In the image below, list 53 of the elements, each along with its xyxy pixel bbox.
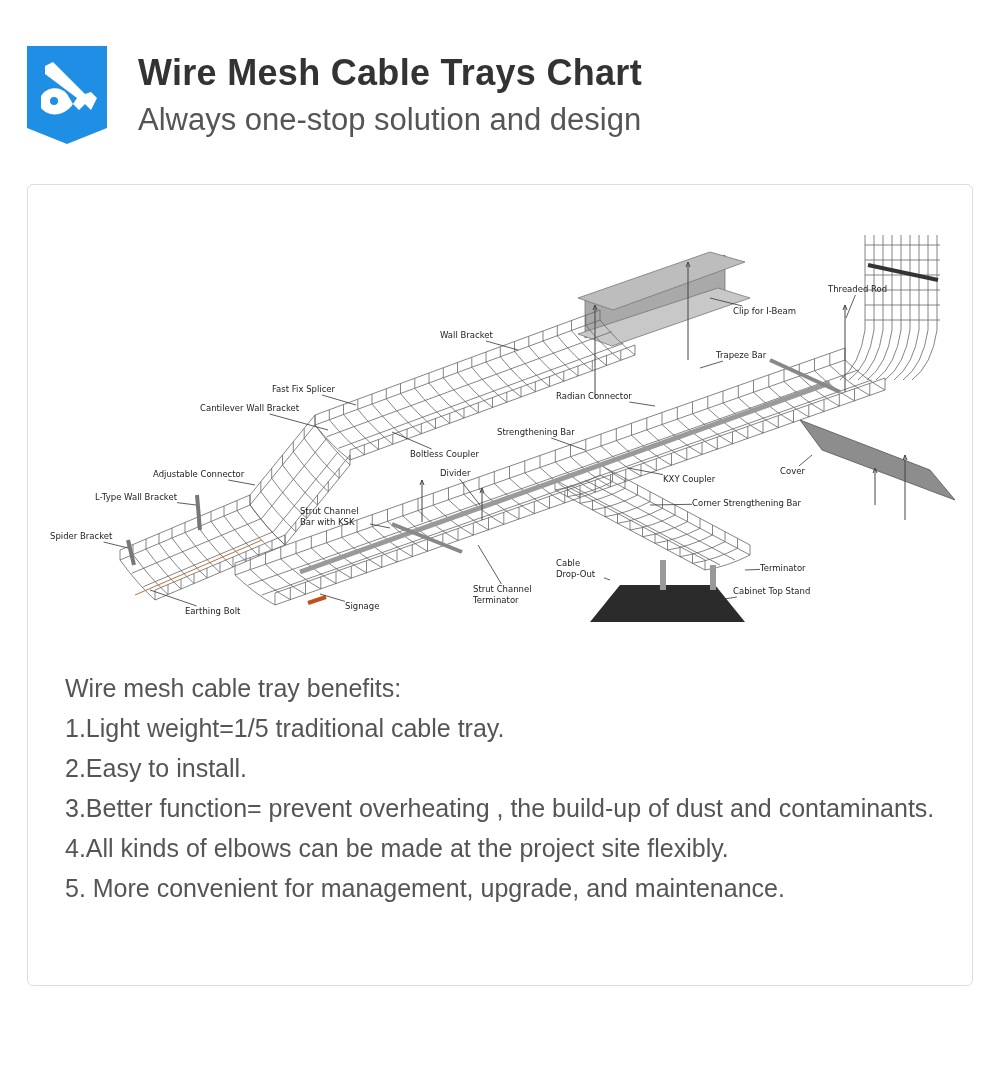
part-label: Cover: [780, 466, 805, 477]
list-item: 3.Better function= prevent overheating , the build-up of dust and contaminants.: [65, 793, 935, 824]
part-label: Fast Fix Splicer: [272, 384, 336, 395]
part-label: Radian Connector: [556, 391, 632, 402]
leader-line: [149, 589, 198, 607]
part-label: KXY Coupler: [663, 474, 716, 485]
part-label: L-Type Wall Bracket: [95, 492, 177, 503]
leader-line: [717, 596, 738, 601]
title: Wire Mesh Cable Trays Chart: [138, 52, 642, 94]
list-item: 2.Easy to install.: [65, 753, 248, 784]
part-label: Spider Bracket: [50, 531, 113, 542]
part-label: Terminator: [760, 563, 806, 574]
part-label: Strengthening Bar: [497, 427, 575, 438]
leader-line: [477, 544, 502, 585]
part-label: Clip for I-Beam: [733, 306, 796, 317]
leader-line: [227, 479, 256, 486]
subtitle: Always one-stop solution and design: [138, 102, 642, 138]
leader-line: [269, 413, 329, 431]
part-label: Threaded Rod: [828, 284, 888, 295]
leader-line: [550, 437, 586, 451]
part-label: Strut Channel Bar with KSK: [300, 506, 370, 528]
leader-line: [176, 502, 197, 506]
leader-line: [744, 569, 761, 571]
part-label: Cabinet Top Stand: [733, 586, 811, 597]
part-label: Divider: [440, 468, 471, 479]
part-label: Signage: [345, 601, 380, 612]
leader-line: [627, 467, 664, 475]
leader-line: [845, 294, 856, 319]
leader-line: [321, 394, 357, 406]
part-label: Boltless Coupler: [410, 449, 479, 460]
part-label: Cantilever Wall Bracket: [200, 403, 300, 414]
leader-line: [103, 541, 129, 549]
leader-line: [699, 360, 724, 369]
list-item: 5. More convenient for management, upgrade, and maintenance.: [65, 873, 785, 904]
leader-line: [798, 454, 813, 467]
leader-line: [628, 401, 656, 407]
leader-line: [459, 478, 481, 506]
part-label: Corner Strengthening Bar: [692, 498, 802, 509]
leader-line: [603, 577, 611, 581]
part-label: Adjustable Connector: [153, 469, 245, 480]
list-item: 1.Light weight=1/5 traditional cable tray.: [65, 713, 505, 744]
part-label: Wall Bracket: [440, 330, 493, 341]
part-label: Strut Channel Terminator: [473, 584, 543, 606]
leader-line: [391, 431, 432, 450]
leader-line: [319, 593, 346, 602]
part-label: Trapeze Bar: [716, 350, 767, 361]
leader-line: [485, 340, 519, 351]
leader-line: [649, 503, 693, 506]
list-item: 4.All kinds of elbows can be made at the project site flexibly.: [65, 833, 729, 864]
leader-line: [369, 523, 391, 529]
part-label: Earthing Bolt: [185, 606, 241, 617]
list-heading: Wire mesh cable tray benefits:: [65, 673, 402, 704]
part-label: Cable Drop-Out: [556, 558, 604, 580]
